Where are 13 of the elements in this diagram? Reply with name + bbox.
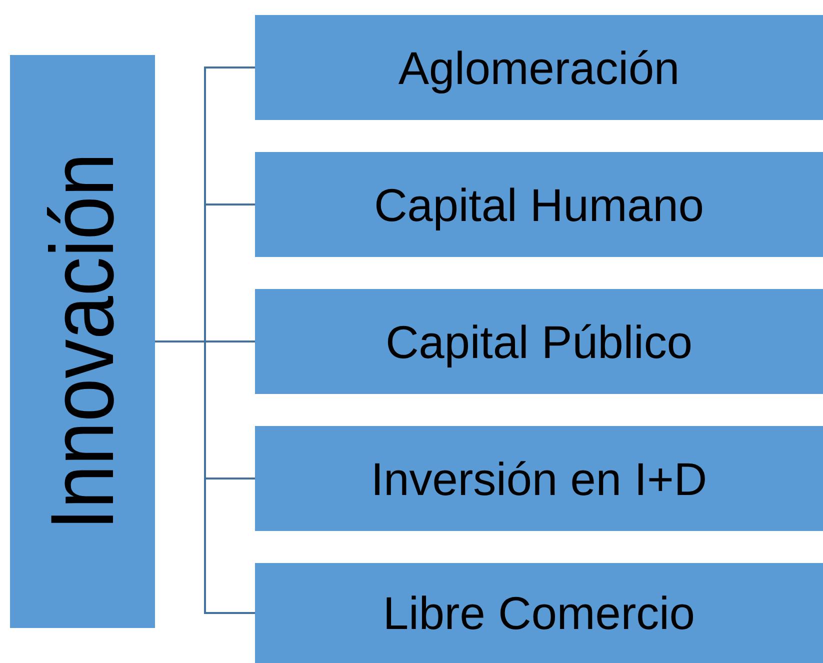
category-box	[255, 563, 823, 663]
category-box	[255, 152, 823, 257]
connector-line	[155, 340, 255, 614]
category-label: Capital Público	[386, 314, 692, 368]
category-label: Aglomeración	[398, 40, 680, 94]
category-label: Capital Humano	[374, 178, 704, 232]
vertical-title: Innovación	[30, 152, 134, 530]
category-box	[255, 15, 823, 120]
category-label: Libre Comercio	[383, 586, 695, 640]
category-label: Inversión en I+D	[370, 452, 708, 506]
vertical-box	[10, 55, 155, 628]
category-box	[255, 289, 823, 394]
category-box	[255, 426, 823, 531]
